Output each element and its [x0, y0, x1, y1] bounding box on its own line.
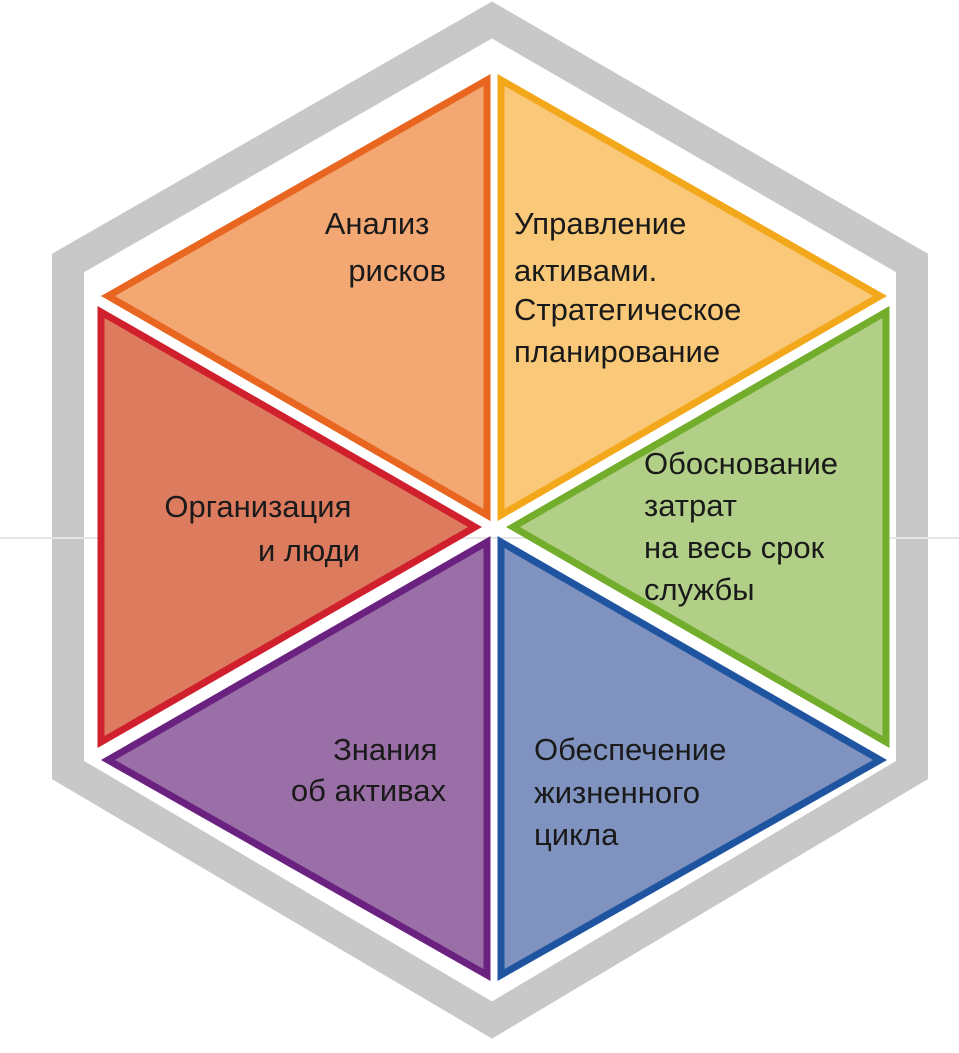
segment-lifecycle-support-line-2: жизненного [534, 775, 700, 810]
segment-lifecycle-cost-line-2: затрат [644, 488, 737, 523]
svg-text:Управление активами.: Управление активами. Стратегическое план… [514, 206, 750, 369]
segment-asset-knowledge: Знания об активах [100, 535, 491, 982]
segment-organization-people-line-2: и люди [258, 533, 360, 568]
outer-hexagon-frame [52, 1, 928, 1039]
segment-risk-analysis: Анализ рисков [100, 73, 491, 522]
segment-organization-people-line-1: Организация [164, 489, 351, 524]
segment-organization-people: Организация и люди [97, 305, 483, 749]
segment-asset-management-line-3: Стратегическое [514, 292, 741, 327]
segment-lifecycle-support-line-1: Обеспечение [534, 732, 726, 767]
segment-risk-analysis-shape [100, 73, 491, 522]
segment-lifecycle-cost: Обоснование затрат на весь срок службы [505, 305, 890, 749]
segment-asset-management-line-2: активами. [514, 253, 657, 288]
segment-asset-management: Управление активами. Стратегическое план… [497, 73, 888, 522]
segment-lifecycle-cost-line-1: Обоснование [644, 446, 838, 481]
segment-asset-management-line-4: планирование [514, 334, 720, 369]
svg-text:Анализ рисков: Анализ рисков [325, 206, 446, 288]
segment-risk-analysis-line-1: Анализ [325, 206, 430, 241]
svg-text:Обоснование затрат: Обоснование затрат на весь срок службы [644, 446, 847, 607]
segment-lifecycle-cost-line-3: на весь срок [644, 530, 825, 565]
segment-organization-people-shape [97, 305, 483, 749]
segment-lifecycle-support-shape [497, 535, 888, 982]
segment-lifecycle-support-line-3: цикла [534, 817, 619, 852]
segment-lifecycle-cost-shape [505, 305, 890, 749]
segment-lifecycle-cost-line-4: службы [644, 572, 755, 607]
segment-lifecycle-support: Обеспечение жизненного цикла [497, 535, 888, 982]
svg-text:Обеспечение жизненного: Обеспечение жизненного цикла [534, 732, 735, 852]
segment-asset-knowledge-line-2: об активах [291, 773, 447, 808]
svg-text:Знания об активах: Знания об активах [291, 732, 447, 808]
svg-text:Организация и люди: Организация и люди [164, 489, 360, 568]
segment-asset-management-line-1: Управление [514, 206, 686, 241]
segment-risk-analysis-line-2: рисков [348, 253, 446, 288]
segment-asset-knowledge-line-1: Знания [333, 732, 437, 767]
segment-asset-management-shape [497, 73, 888, 522]
segment-asset-knowledge-shape [100, 535, 491, 982]
